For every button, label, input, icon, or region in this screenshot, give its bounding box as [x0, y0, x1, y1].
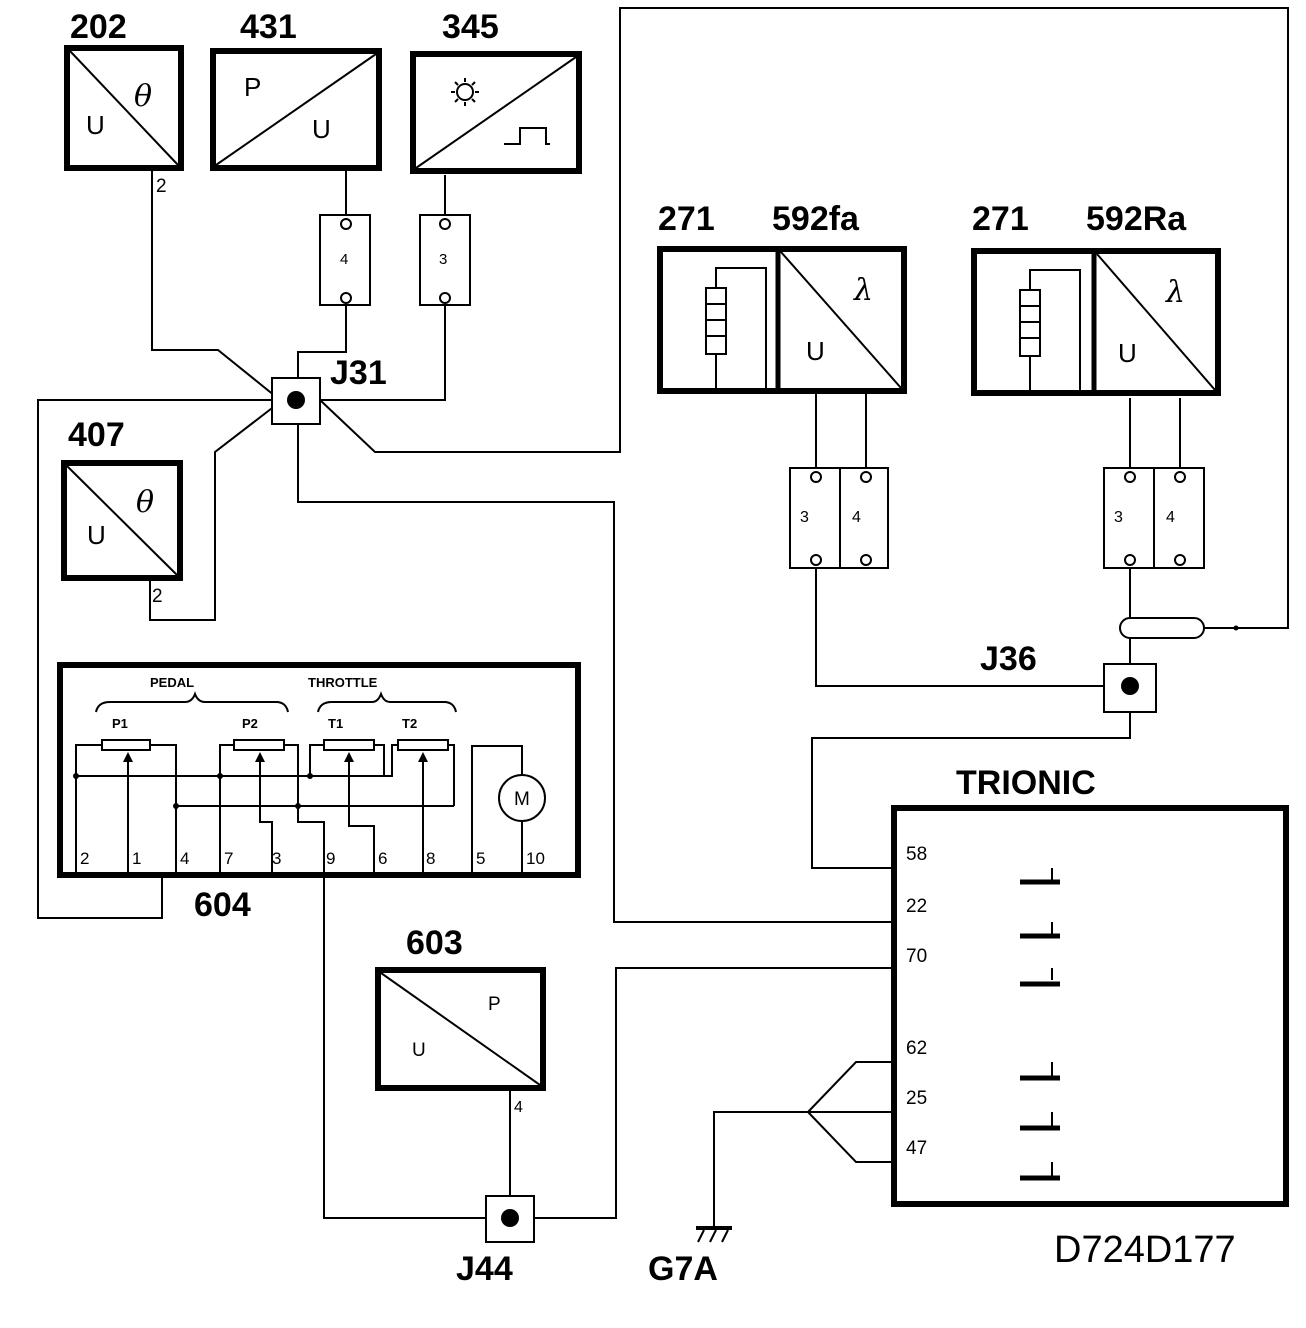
- sensor-202-pin: 2: [156, 176, 167, 197]
- connector-431-pin: 4: [340, 251, 348, 268]
- pedal-label: PEDAL: [150, 675, 194, 690]
- junction-j44: J44: [456, 1195, 535, 1288]
- lambda-sensor-front: 271 592fa U λ: [657, 200, 907, 394]
- pot-p1-label: P1: [112, 716, 128, 731]
- pin-label: 8: [426, 849, 435, 868]
- sensor-202-out: θ: [134, 79, 152, 114]
- sensor-407: 407 U θ 2: [61, 416, 183, 607]
- pin-label: 7: [224, 849, 233, 868]
- connector-front: 3 4: [789, 467, 889, 569]
- pedal-throttle-unit-604: PEDAL THROTTLE P1 P2 T1 T2: [57, 662, 581, 924]
- sensor-431-in: P: [244, 72, 261, 102]
- pot-t1-label: T1: [328, 716, 343, 731]
- lambda-rear-label: 592Ra: [1086, 200, 1187, 238]
- pin-label: 2: [80, 849, 89, 868]
- junction-j36-label: J36: [980, 640, 1037, 678]
- pin-label: 5: [476, 849, 485, 868]
- ecu-pin-label: 62: [906, 1038, 927, 1059]
- connector-431: 4: [319, 214, 371, 306]
- motor-icon: M: [498, 774, 546, 822]
- junction-j31-label: J31: [330, 354, 387, 392]
- sensor-407-pin: 2: [152, 586, 163, 607]
- light-icon: [451, 78, 479, 106]
- lambda-sensor-rear: 271 592Ra U λ: [971, 200, 1221, 396]
- lambda-rear-in: U: [1118, 338, 1137, 368]
- throttle-label: THROTTLE: [308, 675, 378, 690]
- ecu-pin-label: 22: [906, 896, 927, 917]
- ground-label: G7A: [648, 1250, 718, 1288]
- heater-icon: [705, 267, 767, 388]
- sensor-603-out: P: [488, 994, 501, 1015]
- sensor-407-in: U: [87, 520, 106, 550]
- pin-label: 10: [526, 849, 545, 868]
- ecu-pin-label: 58: [906, 844, 927, 865]
- sensor-603-in: U: [412, 1040, 426, 1061]
- internal-wiring: [73, 744, 523, 876]
- sensor-431: 431 P U: [210, 8, 382, 171]
- sensor-603-label: 603: [406, 924, 463, 962]
- connector-345: 3: [419, 214, 471, 306]
- sensor-407-out: θ: [136, 485, 154, 520]
- ecu-pin-label: 70: [906, 946, 927, 967]
- pin-label: 1: [132, 849, 141, 868]
- sensor-345: 345: [410, 8, 582, 174]
- ecu-pin-label: 25: [906, 1088, 927, 1109]
- sensor-431-label: 431: [240, 8, 297, 46]
- pedal-unit-id: 604: [194, 886, 251, 924]
- sensor-603: 603 U P 4: [375, 924, 546, 1116]
- lambda-rear-out: λ: [1165, 275, 1185, 310]
- heater-rear-label: 271: [972, 200, 1029, 238]
- junction-j31: J31: [271, 354, 387, 425]
- ecu-pin-label: 47: [906, 1138, 927, 1159]
- motor-label: M: [514, 789, 530, 810]
- sensor-345-label: 345: [442, 8, 499, 46]
- junction-j36: J36: [980, 640, 1157, 713]
- connector-front-pin-right: 4: [852, 509, 861, 526]
- pot-t2-label: T2: [402, 716, 417, 731]
- pin-label: 3: [272, 849, 281, 868]
- pulse-icon: [504, 127, 550, 145]
- connector-rear: 3 4: [1103, 467, 1205, 569]
- connector-345-pin: 3: [439, 251, 447, 268]
- pin-label: 9: [326, 849, 335, 868]
- connector-front-pin-left: 3: [800, 509, 809, 526]
- lambda-front-in: U: [806, 336, 825, 366]
- junction-j44-label: J44: [456, 1250, 513, 1288]
- ecu-title: TRIONIC: [956, 764, 1096, 802]
- pot-p2-label: P2: [242, 716, 258, 731]
- sensor-202: 202 U θ 2: [64, 8, 184, 197]
- sensor-603-pin: 4: [514, 1099, 523, 1116]
- diagram-code: D724D177: [1054, 1229, 1236, 1271]
- heater-front-label: 271: [658, 200, 715, 238]
- connector-rear-pin-left: 3: [1114, 509, 1123, 526]
- pin-label: 6: [378, 849, 387, 868]
- pin-label: 4: [180, 849, 189, 868]
- sensor-431-out: U: [312, 114, 331, 144]
- ecu-contacts: [1020, 868, 1060, 1181]
- lambda-front-out: λ: [853, 273, 873, 308]
- lambda-front-label: 592fa: [772, 200, 860, 238]
- heater-icon: [1019, 269, 1081, 390]
- sensor-202-in: U: [86, 110, 105, 140]
- connector-rear-pin-right: 4: [1166, 509, 1175, 526]
- shield-icon: [1119, 617, 1239, 639]
- trionic-ecu: TRIONIC 58 22 70 62 25 47: [891, 764, 1289, 1207]
- sensor-407-label: 407: [68, 416, 125, 454]
- ground-g7a: G7A: [648, 1226, 732, 1288]
- sensor-202-label: 202: [70, 8, 127, 46]
